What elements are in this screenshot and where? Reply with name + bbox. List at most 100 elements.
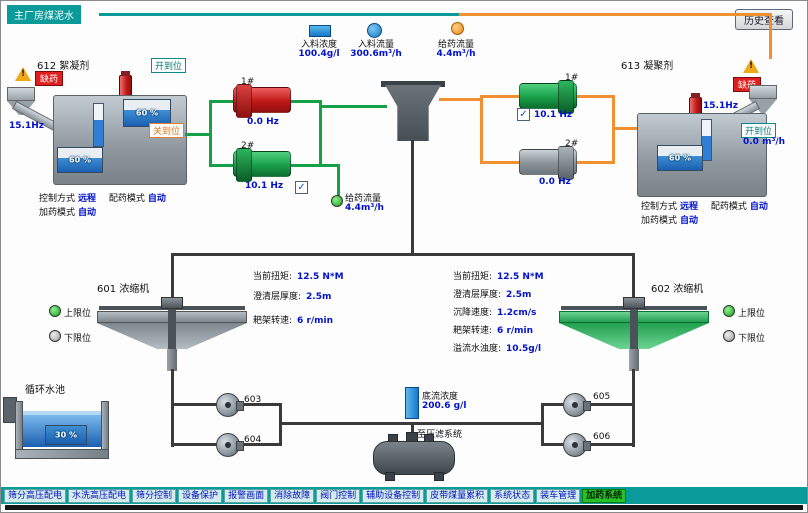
pipe — [575, 161, 615, 164]
pipe — [209, 100, 212, 167]
dosing-pump-left-1[interactable] — [233, 84, 291, 118]
density-sensor — [405, 387, 419, 419]
left-pump1-freq: 0.0 Hz — [247, 117, 279, 127]
left-pump2-id: 2# — [241, 141, 255, 151]
param-602-rake-speed: 耙架转速:6 r/min — [453, 326, 534, 336]
pipe — [480, 95, 521, 98]
tab-screen-control[interactable]: 筛分控制 — [132, 488, 177, 503]
tab-loading-manage[interactable]: 装车管理 — [536, 488, 581, 503]
mid-dosing-flow-label: 给药流量 — [345, 194, 382, 204]
pipe — [439, 98, 483, 101]
tab-belt-coal-total[interactable]: 皮带煤量累积 — [426, 488, 489, 503]
pipe — [239, 443, 281, 446]
dosing-pump-left-2[interactable] — [233, 148, 291, 182]
underflow-value: 200.6 g/l — [422, 401, 467, 411]
dose-mode-613: 加药模式自动 — [641, 216, 699, 226]
plant-title: 主厂房煤泥水 — [7, 5, 81, 24]
feed-flow-label: 入料流量 — [357, 40, 394, 50]
pump-603-label: 603 — [244, 395, 262, 405]
pipe — [171, 403, 217, 406]
pipe — [480, 161, 521, 164]
dosing-pump-right-2[interactable] — [519, 146, 577, 180]
thickener-601[interactable] — [97, 297, 247, 371]
pump-604-label: 604 — [244, 435, 262, 445]
pipe — [480, 98, 483, 164]
pipe — [769, 13, 772, 59]
feed-flow-icon — [367, 23, 382, 38]
dosing-flow-label: 给药流量 — [437, 40, 474, 50]
pipe — [575, 95, 615, 98]
param-601-torque: 当前扭矩:12.5 N*M — [253, 272, 344, 282]
right-pump1-id: 1# — [565, 73, 579, 83]
alarm-612: 缺药 — [35, 71, 64, 86]
warning-icon — [743, 59, 759, 73]
underflow-pump-606[interactable] — [563, 433, 591, 457]
open-flow-613: 0.0 m³/h — [743, 137, 786, 147]
underflow-label: 底流浓度 — [422, 392, 459, 402]
dosing-mixer[interactable] — [385, 85, 441, 141]
tab-wash-hv-power[interactable]: 水洗高压配电 — [68, 488, 131, 503]
tab-clear-fault[interactable]: 消除故障 — [270, 488, 315, 503]
dosing-flow-value: 4.4m³/h — [436, 49, 476, 59]
upper-limit-led-602 — [723, 305, 735, 317]
thickener-602[interactable] — [559, 297, 709, 371]
upper-limit-label-602: 上限位 — [738, 309, 766, 319]
pipe — [171, 253, 635, 256]
pump-606-label: 606 — [593, 432, 611, 442]
dosing-flow-icon — [451, 22, 464, 35]
lower-limit-led-601 — [49, 330, 61, 342]
feeder-frequency-612: 15.1Hz — [9, 121, 44, 131]
lower-limit-label-601: 下限位 — [64, 334, 92, 344]
pipe — [185, 133, 211, 136]
tab-valve-control[interactable]: 阀门控制 — [316, 488, 361, 503]
tank-leg — [385, 472, 395, 481]
feeder-frequency-613: 15.1Hz — [703, 101, 738, 111]
feeder-pump-612[interactable] — [119, 71, 132, 97]
pipe — [319, 100, 322, 167]
pipe — [411, 140, 414, 255]
open-status-612: 开到位 — [151, 58, 187, 73]
pipe — [209, 100, 235, 103]
level-gauge-612-lower: 60 % — [57, 147, 103, 173]
feed-pump-icon — [309, 25, 331, 37]
tank-leg — [434, 472, 444, 481]
pipe — [541, 403, 544, 446]
pipe — [587, 443, 635, 446]
underflow-pump-603[interactable] — [216, 393, 244, 417]
feed-concentration-value: 100.4g/l — [298, 49, 340, 59]
param-601-rake-speed: 耙架转速:6 r/min — [253, 316, 334, 326]
rake-motor-icon — [161, 297, 183, 309]
pipe — [632, 369, 635, 447]
unit-612-title: 612 絮凝剂 — [37, 61, 90, 72]
pipe — [171, 253, 174, 306]
tab-aux-equipment[interactable]: 辅助设备控制 — [362, 488, 425, 503]
pipe — [321, 105, 387, 108]
left-pump2-checkbox[interactable]: ✓ — [295, 181, 308, 194]
tab-equipment-protect[interactable]: 设备保护 — [178, 488, 223, 503]
pump-605-label: 605 — [593, 392, 611, 402]
param-602-clear-layer: 澄清层厚度:2.5m — [453, 290, 532, 300]
tab-system-status[interactable]: 系统状态 — [490, 488, 535, 503]
upper-limit-label-601: 上限位 — [64, 309, 92, 319]
pipe — [171, 443, 217, 446]
tab-alarm-screen[interactable]: 报警画面 — [224, 488, 269, 503]
open-status-613: 开到位 — [741, 123, 777, 138]
tab-dosing-system[interactable]: 加药系统 — [582, 488, 627, 503]
underflow-pump-605[interactable] — [563, 393, 591, 417]
pipe — [632, 253, 635, 306]
dosing-pump-right-1[interactable] — [519, 80, 577, 114]
tab-screen-hv-power[interactable]: 筛分高压配电 — [4, 488, 67, 503]
dose-mode-612: 加药模式自动 — [39, 208, 97, 218]
left-pump1-id: 1# — [241, 77, 255, 87]
pipe — [587, 403, 635, 406]
mid-dosing-flow-value: 4.4m³/h — [345, 203, 384, 213]
pipe — [99, 13, 459, 16]
unit-613-title: 613 凝聚剂 — [621, 61, 674, 72]
close-status-612: 关到位 — [149, 123, 185, 138]
right-pump1-checkbox[interactable]: ✓ — [517, 108, 530, 121]
bottom-tab-bar: 筛分高压配电 水洗高压配电 筛分控制 设备保护 报警画面 消除故障 阀门控制 辅… — [1, 487, 807, 504]
mixer-lip — [381, 81, 445, 87]
underflow-pump-604[interactable] — [216, 433, 244, 457]
left-pump2-freq: 10.1 Hz — [245, 181, 284, 191]
lower-limit-led-602 — [723, 330, 735, 342]
